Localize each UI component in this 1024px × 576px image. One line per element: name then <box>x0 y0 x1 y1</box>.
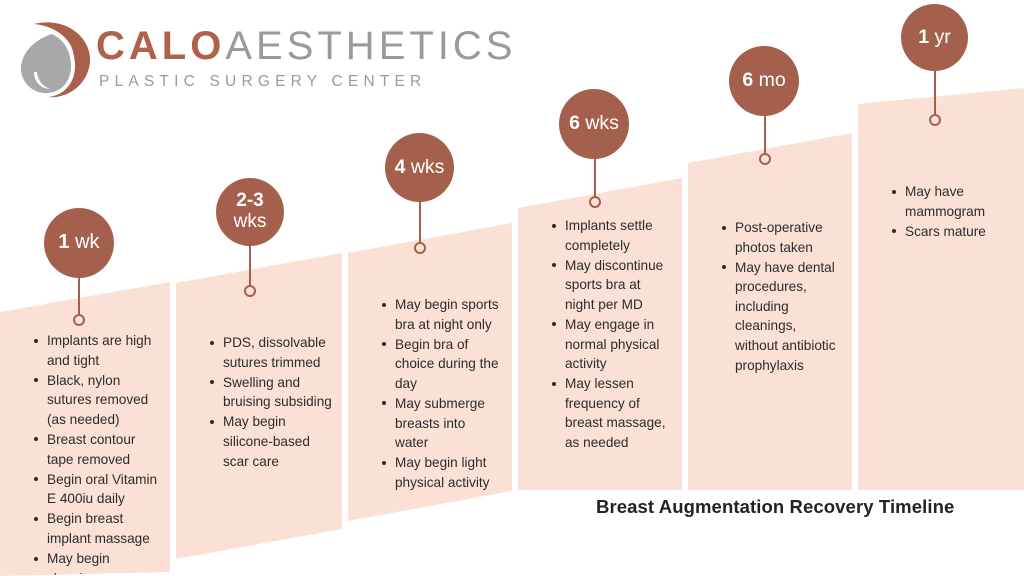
timeline-bullet-list: Implants are high and tight Black, nylon… <box>18 331 160 576</box>
timeline-bullet-list: PDS, dissolvable sutures trimmed Swellin… <box>194 333 332 472</box>
list-item: Post-operative photos taken <box>722 218 842 257</box>
timeline-panel-6-wks: Implants settle completely May discontin… <box>518 178 682 490</box>
timeline-panel-6-mo: Post-operative photos taken May have den… <box>688 133 852 490</box>
list-item: Implants settle completely <box>552 216 672 255</box>
list-item: May begin sports bra at night only <box>382 295 502 334</box>
list-item: May begin silicone-based scar care <box>210 412 332 471</box>
marker-number: 2-3 <box>236 190 264 212</box>
brand-logo: CALOAESTHETICS PLASTIC SURGERY CENTER <box>8 12 528 112</box>
marker-pin-icon <box>929 114 941 126</box>
marker-number: 6 <box>569 112 580 135</box>
timeline-bullet-list: May begin sports bra at night only Begin… <box>366 295 502 493</box>
list-item: May have mammogram <box>892 182 1014 221</box>
marker-pin-icon <box>414 242 426 254</box>
timeline-bullet-list: May have mammogram Scars mature <box>876 182 1014 242</box>
list-item: May have dental procedures, including cl… <box>722 258 842 376</box>
list-item: Begin breast implant massage <box>34 509 160 548</box>
marker-bubble[interactable]: 4 wks <box>385 133 454 202</box>
marker-stem <box>78 272 80 319</box>
list-item: May discontinue sports bra at night per … <box>552 256 672 315</box>
list-item: Scars mature <box>892 222 1014 242</box>
brand-tagline: PLASTIC SURGERY CENTER <box>99 73 427 90</box>
marker-bubble[interactable]: 1 yr <box>901 4 968 71</box>
marker-unit-text: wks <box>585 112 619 135</box>
marker-pin-icon <box>73 314 85 326</box>
brand-name: CALOAESTHETICS <box>96 24 516 68</box>
list-item: Begin oral Vitamin E 400iu daily <box>34 470 160 509</box>
marker-unit-text: wks <box>233 211 267 232</box>
page-title: Breast Augmentation Recovery Timeline <box>596 496 955 517</box>
timeline-panel-2-3-wks: PDS, dissolvable sutures trimmed Swellin… <box>176 253 342 559</box>
marker-number: 4 <box>394 155 406 178</box>
timeline-panel-1-yr: May have mammogram Scars mature <box>858 88 1024 490</box>
list-item: May begin light physical activity <box>382 453 502 492</box>
marker-stem <box>249 242 251 290</box>
marker-unit-text: mo <box>758 69 786 92</box>
list-item: Begin bra of choice during the day <box>382 335 502 394</box>
list-item: PDS, dissolvable sutures trimmed <box>210 333 332 372</box>
marker-pin-icon <box>244 285 256 297</box>
list-item: May engage in normal physical activity <box>552 315 672 374</box>
list-item: May begin sleeping on flat, on back <box>34 549 160 576</box>
marker-unit-text: yr <box>934 25 951 48</box>
list-item: May submerge breasts into water <box>382 394 502 453</box>
marker-stem <box>594 152 596 202</box>
teardrop-crescent-logo-icon <box>8 14 100 106</box>
brand-name-bold: CALO <box>96 24 226 68</box>
marker-stem <box>764 110 766 159</box>
timeline-bullet-list: Implants settle completely May discontin… <box>536 216 672 453</box>
brand-name-light: AESTHETICS <box>225 24 517 68</box>
timeline-bullet-list: Post-operative photos taken May have den… <box>706 218 842 376</box>
marker-number: 6 <box>742 69 754 92</box>
timeline-panel-1-wk: Implants are high and tight Black, nylon… <box>0 282 170 576</box>
marker-stem <box>934 64 936 119</box>
marker-stem <box>419 196 421 248</box>
list-item: Breast contour tape removed <box>34 430 160 469</box>
list-item: Implants are high and tight <box>34 331 160 370</box>
list-item: Black, nylon sutures removed (as needed) <box>34 371 160 430</box>
brand-wordmark: CALOAESTHETICS PLASTIC SURGERY CENTER <box>96 24 516 91</box>
marker-pin-icon <box>589 196 601 208</box>
marker-bubble[interactable]: 2-3 wks <box>216 178 284 246</box>
marker-bubble[interactable]: 6 mo <box>729 46 799 116</box>
list-item: May lessen frequency of breast massage, … <box>552 374 672 452</box>
marker-number: 1 <box>918 25 930 48</box>
marker-bubble[interactable]: 1 wk <box>44 208 114 278</box>
list-item: Swelling and bruising subsiding <box>210 373 332 412</box>
marker-number: 1 <box>58 231 70 254</box>
marker-unit-text: wk <box>75 231 100 254</box>
marker-pin-icon <box>759 153 771 165</box>
marker-unit-text: wks <box>410 155 445 178</box>
timeline-panel-4-wks: May begin sports bra at night only Begin… <box>348 223 512 521</box>
marker-bubble[interactable]: 6 wks <box>559 89 629 159</box>
